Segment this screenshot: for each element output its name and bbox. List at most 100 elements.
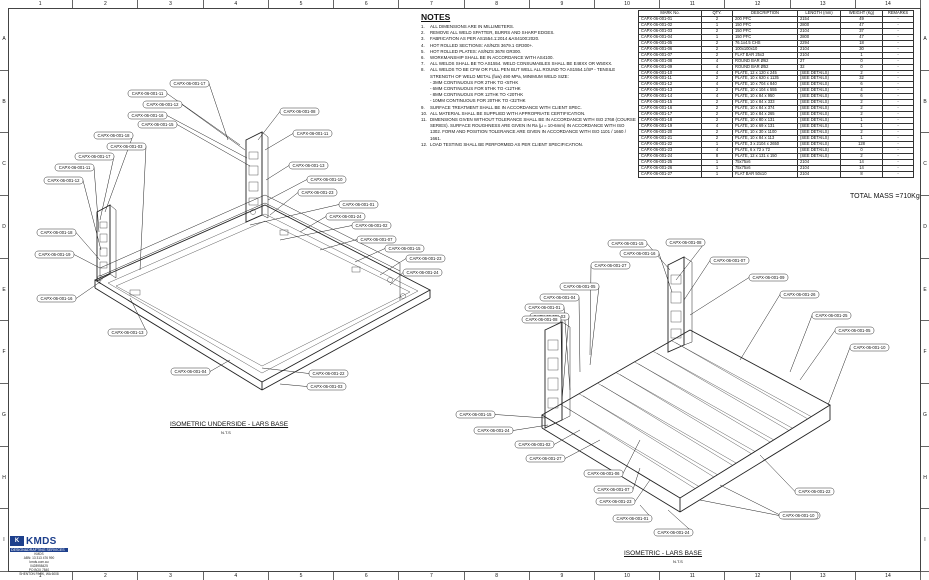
zone-row-right-C: C <box>921 133 929 197</box>
zone-col-top-12: 12 <box>725 0 791 8</box>
callout-box <box>590 261 631 270</box>
leader-line <box>319 239 358 251</box>
callout-view2: CAPX-06-001-25 <box>789 311 852 373</box>
note-text: ALL MATERIAL SHALL BE SUPPLIED WITH APPR… <box>430 110 586 116</box>
note-number: 10. <box>421 110 428 116</box>
callout-label: CAPX-06-001-13 <box>293 163 326 168</box>
callout-box <box>279 107 320 116</box>
callout-box <box>137 120 178 129</box>
leader-line <box>739 294 781 361</box>
company-logo: K KMDS <box>10 535 68 547</box>
zone-row-left-C: C <box>0 133 8 197</box>
zone-col-bottom-10: 10 <box>595 572 661 580</box>
leader-line <box>622 439 641 474</box>
leader-line <box>560 319 563 409</box>
leader-line <box>494 414 546 419</box>
callout-label: CAPX-06-001-24 <box>658 530 691 535</box>
callout-view2: CAPX-06-001-24 <box>653 509 694 537</box>
zone-col-top-10: 10 <box>595 0 661 8</box>
callout-view1: CAPX-06-001-04 <box>170 359 231 376</box>
callout-label: CAPX-06-001-15 <box>612 241 645 246</box>
note-text: DIMENSIONS GIVEN WITHOUT TOLERANCE SHALL… <box>430 117 636 141</box>
zone-col-top-9: 9 <box>530 0 595 8</box>
callout-box <box>593 485 634 494</box>
company-detail-line: ABN: 13 313 476 990 <box>23 556 55 560</box>
callout-box <box>170 367 211 376</box>
zone-col-bottom-13: 13 <box>791 572 856 580</box>
company-detail-line: 0428958425 <box>30 564 48 568</box>
callout-box <box>36 294 77 303</box>
leader-line <box>799 330 836 381</box>
callout-view1: CAPX-06-001-13 <box>265 161 329 181</box>
note-item: 11.DIMENSIONS GIVEN WITHOUT TOLERANCE SH… <box>421 117 636 142</box>
zone-col-bottom-12: 12 <box>725 572 791 580</box>
note-text: - 8MM CONTINUOUS FOR 12THK TO <20THK <box>430 92 524 98</box>
callout-label: CAPX-06-001-16 <box>132 113 165 118</box>
callout-view1: CAPX-06-001-12 <box>142 100 246 151</box>
leader-line <box>99 156 115 221</box>
zone-col-top-14: 14 <box>856 0 922 8</box>
callout-label: CAPX-06-001-10 <box>311 177 344 182</box>
callout-label: CAPX-06-001-06 <box>588 471 621 476</box>
company-detail-line: kmds.com.au <box>29 560 49 564</box>
note-text: HOT ROLLED SECTIONS: AS/NZS 3679.1 GR300… <box>430 42 534 48</box>
callout-view1: CAPX-06-001-11 <box>54 163 100 233</box>
callout-view2: CAPX-06-001-04 <box>539 293 581 373</box>
leader-line <box>512 424 549 431</box>
note-text: LOAD TESTING SHALL BE PERFORMED AS PER C… <box>430 141 584 147</box>
bom-cell-length: 2104 <box>797 170 841 178</box>
callout-box <box>288 161 329 170</box>
callout-view1: CAPX-06-001-16 <box>127 111 248 159</box>
note-text: - 3MM CONTINUOUS FOR 2THK TO <5THK <box>430 79 519 85</box>
zone-col-bottom-2: 2 <box>73 572 139 580</box>
callout-view1: CAPX-06-001-18 <box>36 228 101 261</box>
note-item: 9.SURFACE TREATMENT SHALL BE IN ACCORDAN… <box>421 105 636 111</box>
callout-label: CAPX-06-001-15 <box>142 122 175 127</box>
note-text: FABRICATION AS PER AS1554.1:2014 &AS4100… <box>430 36 540 42</box>
zone-col-top-13: 13 <box>791 0 856 8</box>
note-item: 3.FABRICATION AS PER AS1554.1:2014 &AS41… <box>421 36 636 42</box>
callout-box <box>308 369 349 378</box>
note-item: 6.WORKMANSHIP SHALL BE IN ACCORDANCE WIT… <box>421 55 636 61</box>
note-item: 12.LOAD TESTING SHALL BE PERFORMED AS PE… <box>421 142 636 148</box>
callout-box <box>297 188 338 197</box>
note-number: 5. <box>421 48 425 54</box>
leader-line <box>93 167 100 233</box>
zone-col-top-3: 3 <box>138 0 204 8</box>
callout-label: CAPX-06-001-05 <box>839 328 872 333</box>
zone-col-bottom-3: 3 <box>138 572 204 580</box>
deck-slat-edge <box>675 342 808 419</box>
note-item: 7.ALL WELDS SHALL BE TO AS1554. WELD CON… <box>421 61 636 67</box>
leader-line <box>181 104 246 151</box>
callout-view1: CAPX-06-001-16 <box>36 281 101 303</box>
callout-view2: CAPX-06-001-24 <box>473 424 549 435</box>
iso-deck-slats <box>560 340 812 489</box>
callout-box <box>106 142 147 151</box>
callout-view1: CAPX-06-001-03 <box>106 142 147 271</box>
leader-line <box>759 454 796 492</box>
callout-box <box>794 487 835 496</box>
callout-view2: CAPX-06-001-10 <box>699 499 819 520</box>
bom-cell-remarks: - <box>882 170 914 178</box>
leader-line <box>269 192 299 216</box>
callout-view1: CAPX-06-001-08 <box>257 107 320 141</box>
callout-box <box>612 514 653 523</box>
leader-line <box>699 499 780 516</box>
deck-slat-edge <box>638 363 770 443</box>
leader-line <box>389 272 404 286</box>
callout-view1: CAPX-06-001-13 <box>107 297 148 337</box>
underside-right-post <box>245 131 269 223</box>
zone-col-top-11: 11 <box>660 0 726 8</box>
callout-view2: CAPX-06-001-01 <box>612 504 653 523</box>
bom-cell-description: FLAT BAR 50x10 <box>732 170 798 178</box>
zone-col-top-5: 5 <box>269 0 335 8</box>
zone-row-left-E: E <box>0 259 8 322</box>
note-text: REMOVE ALL WELD SPATTER, BURRS AND SHARP… <box>430 30 555 36</box>
zone-col-bottom-1: 1 <box>8 572 74 580</box>
callout-box <box>306 175 347 184</box>
callout-box <box>525 454 566 463</box>
callout-box <box>43 176 84 185</box>
